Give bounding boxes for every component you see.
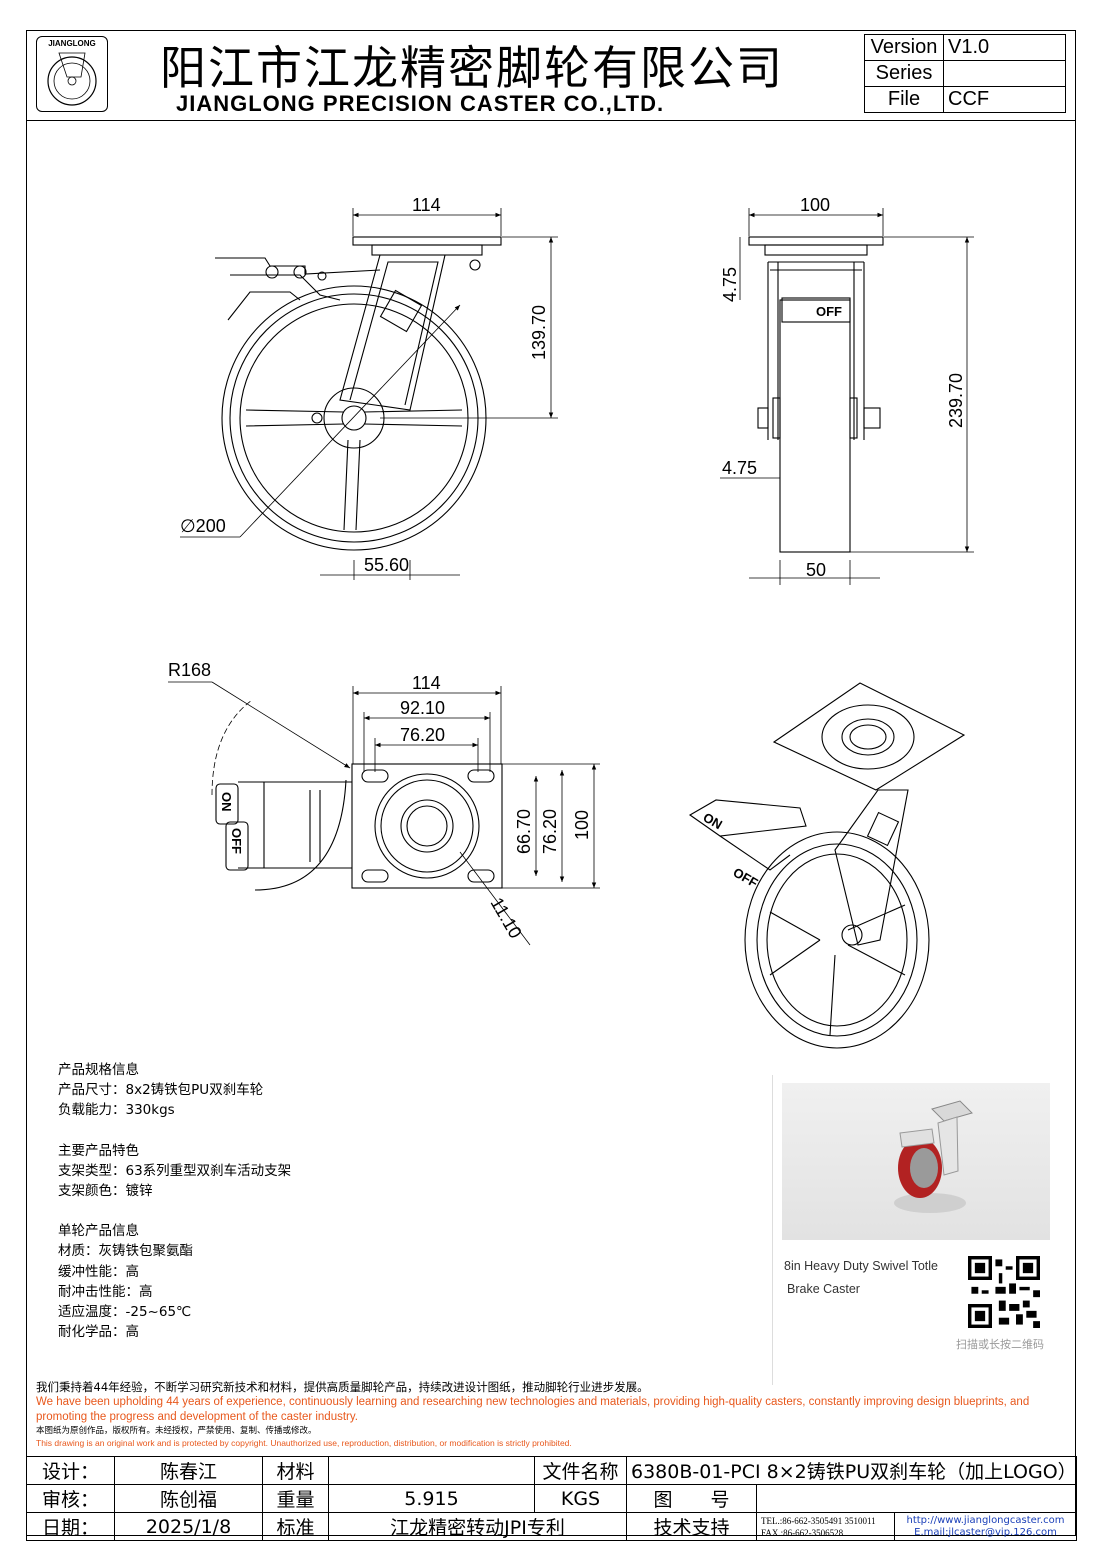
- website-link[interactable]: http://www.jianglongcaster.com: [906, 1514, 1065, 1526]
- iso-off-label: OFF: [731, 865, 761, 891]
- note-en-1: We have been upholding 44 years of exper…: [36, 1396, 1030, 1423]
- spec-temperature: 适应温度：-25~65℃: [58, 1304, 192, 1321]
- caster-logo-icon: [47, 52, 97, 106]
- top-dim-114: 114: [412, 673, 441, 693]
- date-label: 日期：: [26, 1512, 115, 1541]
- side-dim-100: 100: [800, 195, 830, 215]
- side-dim-475-bottom: 4.75: [722, 458, 757, 478]
- company-name-en: JIANGLONG PRECISION CASTER CO.,LTD.: [176, 91, 665, 116]
- side-off-label: OFF: [816, 304, 842, 319]
- spec-load: 负载能力：330kgs: [58, 1102, 175, 1119]
- weight-value: 5.915: [328, 1484, 535, 1513]
- version-label: Version: [864, 34, 944, 61]
- date-value: 2025/1/8: [114, 1512, 263, 1541]
- side-view: [748, 236, 884, 553]
- top-dim-r168: R168: [168, 660, 211, 680]
- email-link[interactable]: E.mail:jlcaster@vip.126.com: [914, 1526, 1057, 1538]
- qr-code-icon[interactable]: [968, 1256, 1040, 1328]
- drawing-no-value: [755, 1484, 1078, 1513]
- iso-on-label: ON: [701, 810, 725, 833]
- material-value: [328, 1456, 535, 1485]
- photo-panel: [772, 1075, 1063, 1385]
- contact-web: http://www.jianglongcaster.com E.mail:jl…: [893, 1512, 1078, 1541]
- header-divider: [26, 120, 1076, 121]
- standard-label: 标准: [262, 1512, 329, 1541]
- drawing-no-label: 图 号: [626, 1484, 757, 1513]
- top-view: [215, 763, 503, 891]
- photo-caption-line1: 8in Heavy Duty Swivel Totle: [784, 1259, 939, 1273]
- side-dim-50: 50: [806, 560, 826, 580]
- weight-label: 重量: [262, 1484, 329, 1513]
- note-cn-2: 本图纸为原创作品，版权所有。未经授权，严禁使用、复制、传播或修改。: [36, 1426, 317, 1436]
- spec-section3-title: 单轮产品信息: [58, 1223, 139, 1240]
- front-dim-139: 139.70: [529, 305, 549, 360]
- designer-name: 陈春江: [114, 1456, 263, 1485]
- filename-value: 6380B-01-PCI 8×2铸铁PU双刹车轮（加上LOGO）: [625, 1456, 1078, 1485]
- product-spec: 产品规格信息 产品尺寸：8x2铸铁包PU双刹车轮 负载能力：330kgs 主要产…: [58, 1060, 291, 1342]
- contact-phone: TEL.:86-662-3505491 3510011 FAX.:86-662-…: [756, 1512, 895, 1541]
- top-dim-100-v: 100: [572, 810, 592, 840]
- spec-size: 产品尺寸：8x2铸铁包PU双刹车轮: [58, 1082, 264, 1099]
- spec-cushion: 缓冲性能：高: [58, 1263, 139, 1280]
- top-dim-76-v: 76.20: [540, 809, 560, 854]
- spec-bracket-color: 支架颜色：镀锌: [58, 1183, 153, 1200]
- design-label: 设计：: [26, 1456, 115, 1485]
- spec-impact: 耐冲击性能：高: [58, 1283, 153, 1300]
- filename-label: 文件名称: [534, 1456, 627, 1485]
- spec-section2-title: 主要产品特色: [58, 1142, 139, 1159]
- photo-caption-line2: Brake Caster: [787, 1282, 860, 1296]
- top-on-label: ON: [219, 792, 234, 812]
- support-label: 技术支持: [626, 1512, 757, 1541]
- top-dim-66: 66.70: [514, 809, 534, 854]
- caster-photo-icon: [894, 1100, 973, 1213]
- front-view: [215, 236, 502, 551]
- top-off-label: OFF: [229, 828, 244, 854]
- product-photo: [782, 1083, 1050, 1240]
- spec-bracket-type: 支架类型：63系列重型双刹车活动支架: [58, 1162, 292, 1179]
- top-dim-92: 92.10: [400, 698, 445, 718]
- title-block: 设计： 陈春江 材料 文件名称 6380B-01-PCI 8×2铸铁PU双刹车轮…: [26, 1456, 1078, 1541]
- top-dim-76: 76.20: [400, 725, 445, 745]
- front-dim-114: 114: [412, 195, 441, 215]
- top-dim-11: 11.10: [487, 894, 526, 942]
- qr-caption: 扫描或长按二维码: [956, 1338, 1044, 1351]
- logo-text: JIANGLONG: [48, 39, 96, 48]
- technical-drawing: 114 139.70 ∅200 55.60 100 4.75 4.75 239.…: [168, 195, 974, 1049]
- file-value: CCF: [943, 86, 1066, 113]
- version-value: V1.0: [943, 34, 1066, 61]
- reviewer-name: 陈创福: [114, 1484, 263, 1513]
- front-dim-55: 55.60: [364, 555, 409, 575]
- photo-caption: 8in Heavy Duty Swivel Totle Brake Caster: [784, 1255, 938, 1301]
- standard-value: 江龙精密转动JPI专利: [328, 1512, 627, 1541]
- company-name-cn: 阳江市江龙精密脚轮有限公司: [160, 41, 784, 95]
- iso-view: [688, 682, 966, 1049]
- side-dim-239: 239.70: [946, 373, 966, 428]
- spec-chemical: 耐化学品：高: [58, 1324, 139, 1341]
- front-dim-diameter: ∅200: [180, 516, 226, 536]
- company-logo: JIANGLONG: [36, 36, 108, 112]
- weight-unit: KGS: [534, 1484, 627, 1513]
- notes: 我们秉持着44年经验，不断学习研究新技术和材料，提供高质量脚轮产品，持续改进设计…: [36, 1380, 1076, 1449]
- note-cn-1: 我们秉持着44年经验，不断学习研究新技术和材料，提供高质量脚轮产品，持续改进设计…: [36, 1380, 649, 1394]
- material-label: 材料: [262, 1456, 329, 1485]
- fax-text: FAX.:86-662-3506528: [761, 1527, 844, 1538]
- side-dim-475-top: 4.75: [720, 267, 740, 302]
- series-label: Series: [864, 60, 944, 87]
- review-label: 审核：: [26, 1484, 115, 1513]
- note-en-2: This drawing is an original work and is …: [36, 1438, 572, 1448]
- spec-section1-title: 产品规格信息: [58, 1062, 139, 1078]
- file-label: File: [864, 86, 944, 113]
- tel-text: TEL.:86-662-3505491 3510011: [761, 1515, 876, 1526]
- spec-material: 材质：灰铸铁包聚氨酯: [58, 1243, 193, 1260]
